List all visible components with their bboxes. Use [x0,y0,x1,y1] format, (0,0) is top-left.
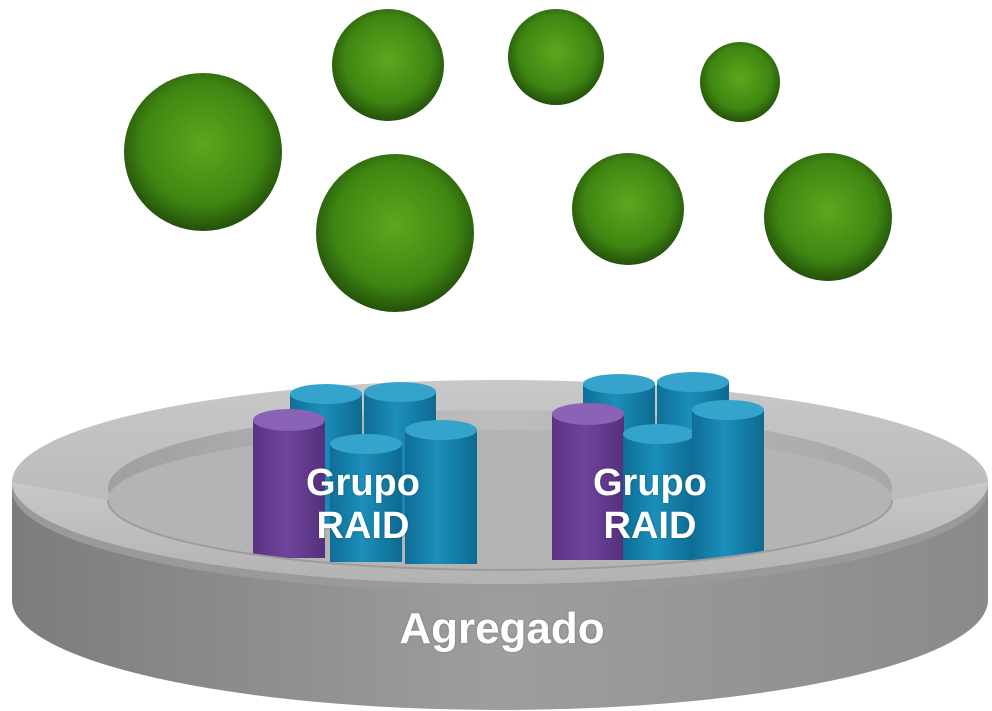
disk-parity-icon [253,409,325,558]
raid-group-label-line1: Grupo [593,462,707,504]
volume-spheres [124,9,892,312]
volume-sphere-icon [764,153,892,281]
volume-sphere-icon [316,154,474,312]
volume-sphere-icon [508,9,604,105]
raid-group-label-line1: Grupo [306,462,420,504]
disk-data-icon [692,400,764,560]
raid-group-label-2: Grupo RAID [570,462,730,547]
raid-group-label-1: Grupo RAID [283,462,443,547]
volume-sphere-icon [572,153,684,265]
disk-data-icon [330,434,402,562]
volume-sphere-icon [700,42,780,122]
volume-sphere-icon [332,9,444,121]
disk-parity-icon [552,403,624,560]
aggregate-ring-front [12,482,988,710]
raid-group-1 [253,382,477,564]
disk-data-icon [405,420,477,564]
aggregate-label: Agregado [399,604,605,653]
raid-group-label-line2: RAID [603,504,697,547]
disk-data-icon [623,424,695,560]
raid-group-2 [552,372,764,560]
raid-group-label-line2: RAID [316,504,410,547]
volume-sphere-icon [124,73,282,231]
